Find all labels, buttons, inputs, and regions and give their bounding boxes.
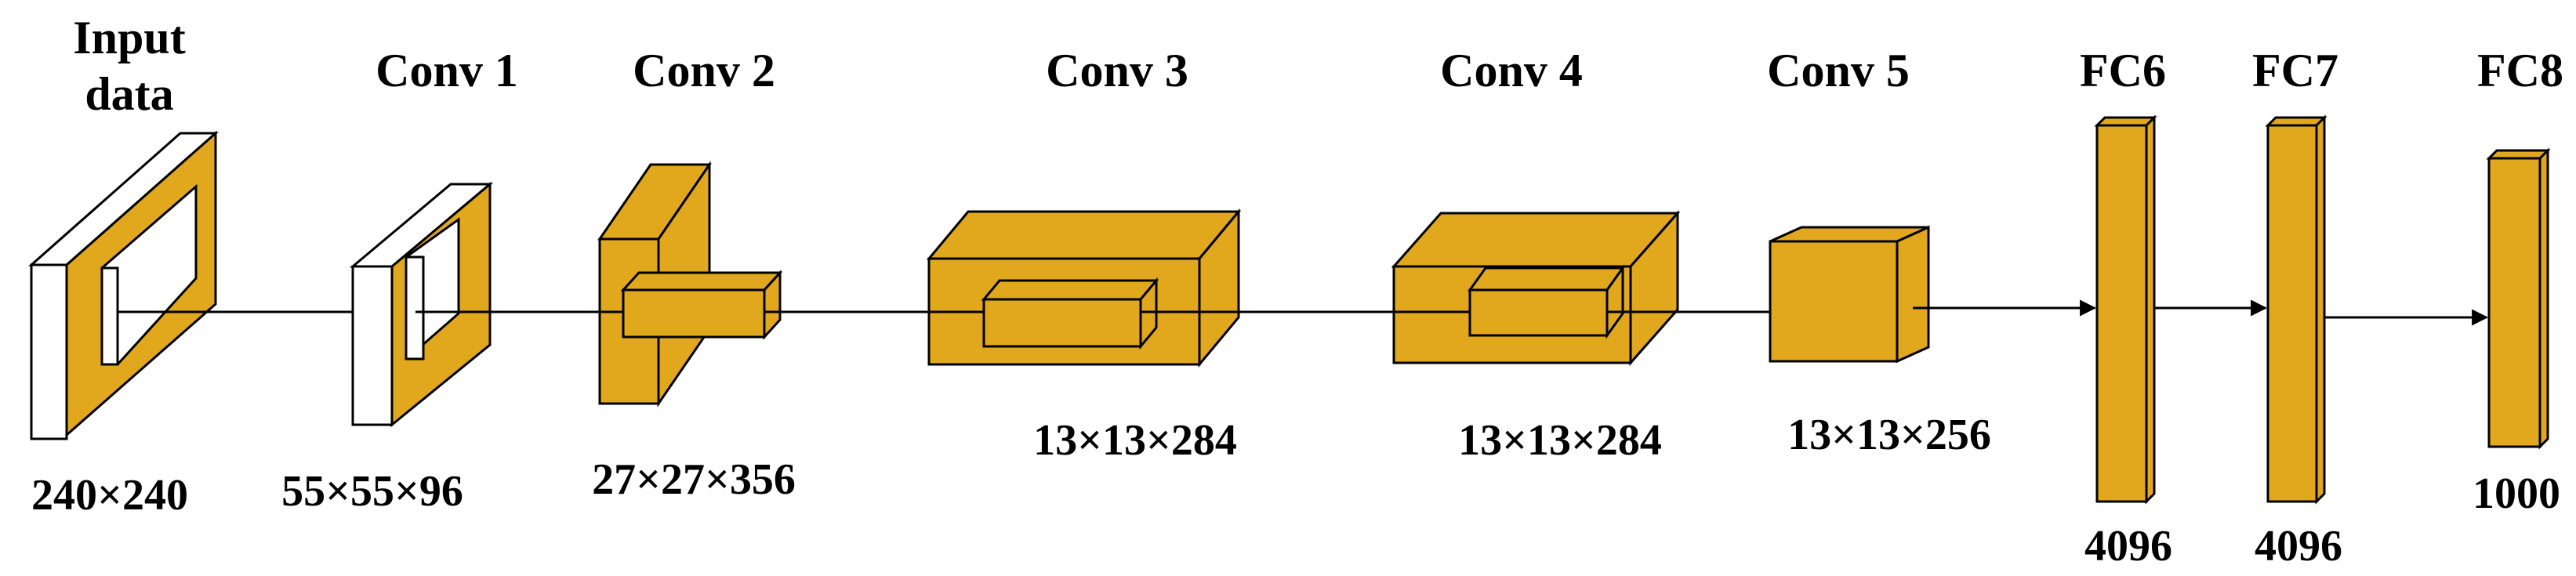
conv2-block	[597, 161, 783, 408]
conv2-title: Conv 2	[633, 45, 775, 96]
conv3-title: Conv 3	[1046, 45, 1188, 96]
conv4-dims: 13×13×284	[1458, 416, 1662, 465]
conv1-title: Conv 1	[376, 45, 518, 96]
input-dims: 240×240	[31, 471, 188, 520]
fc7-title: FC7	[2252, 45, 2338, 96]
fc6-block	[2094, 114, 2157, 505]
input-title-line2: data	[85, 68, 173, 120]
conv1-dims: 55×55×96	[281, 467, 463, 516]
conv5-title: Conv 5	[1767, 45, 1910, 96]
conv3-block	[926, 208, 1242, 368]
connection-lines	[118, 299, 2489, 326]
fc7-dims: 4096	[2255, 522, 2342, 571]
fc6-dims: 4096	[2084, 522, 2172, 571]
input-data-block	[28, 130, 219, 440]
fc8-title: FC8	[2477, 45, 2563, 96]
conv4-title: Conv 4	[1440, 45, 1583, 96]
input-title-line1: Input	[73, 12, 185, 63]
fc8-block	[2486, 147, 2551, 450]
conv4-block	[1391, 210, 1681, 366]
fc8-dims: 1000	[2473, 469, 2560, 518]
conv1-block	[349, 181, 494, 428]
fc6-title: FC6	[2080, 45, 2166, 96]
conv2-dims: 27×27×356	[592, 455, 796, 504]
conv5-block	[1769, 225, 1930, 364]
conv3-dims: 13×13×284	[1033, 416, 1237, 465]
conv5-dims: 13×13×256	[1787, 411, 1991, 459]
fc7-block	[2265, 114, 2327, 505]
